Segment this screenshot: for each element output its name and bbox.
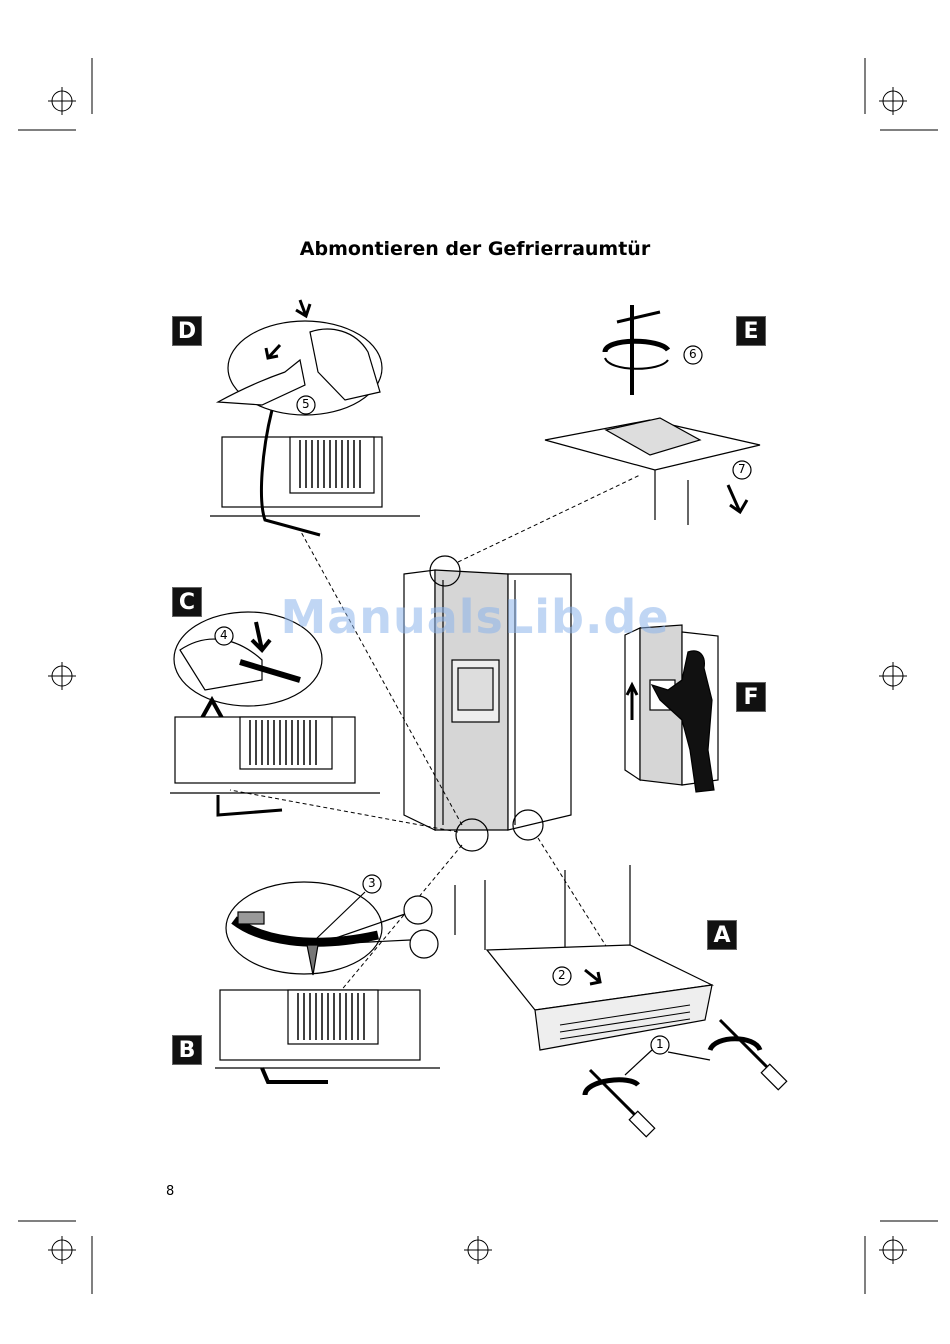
callout-6: 6 — [689, 347, 697, 361]
step-label-b: B — [172, 1035, 202, 1065]
panel-a-illustration — [455, 865, 787, 1137]
callout-1: 1 — [656, 1037, 664, 1051]
panel-b-illustration — [215, 875, 440, 1082]
page-title: Abmontieren der Gefrierraumtür — [0, 238, 950, 260]
step-label-e: E — [736, 316, 766, 346]
panel-d-illustration — [210, 300, 420, 535]
step-label-d: D — [172, 316, 202, 346]
callout-3: 3 — [368, 876, 376, 890]
step-label-f: F — [736, 682, 766, 712]
callout-4: 4 — [220, 628, 228, 642]
callout-2: 2 — [558, 968, 566, 982]
step-label-a: A — [707, 920, 737, 950]
callout-7: 7 — [738, 462, 746, 476]
watermark: ManualsLib.de — [0, 590, 950, 644]
panel-e-illustration — [545, 305, 760, 525]
panel-f-illustration — [625, 625, 718, 792]
step-label-c: C — [172, 587, 202, 617]
page-number: 8 — [166, 1184, 174, 1199]
callout-5: 5 — [302, 397, 310, 411]
